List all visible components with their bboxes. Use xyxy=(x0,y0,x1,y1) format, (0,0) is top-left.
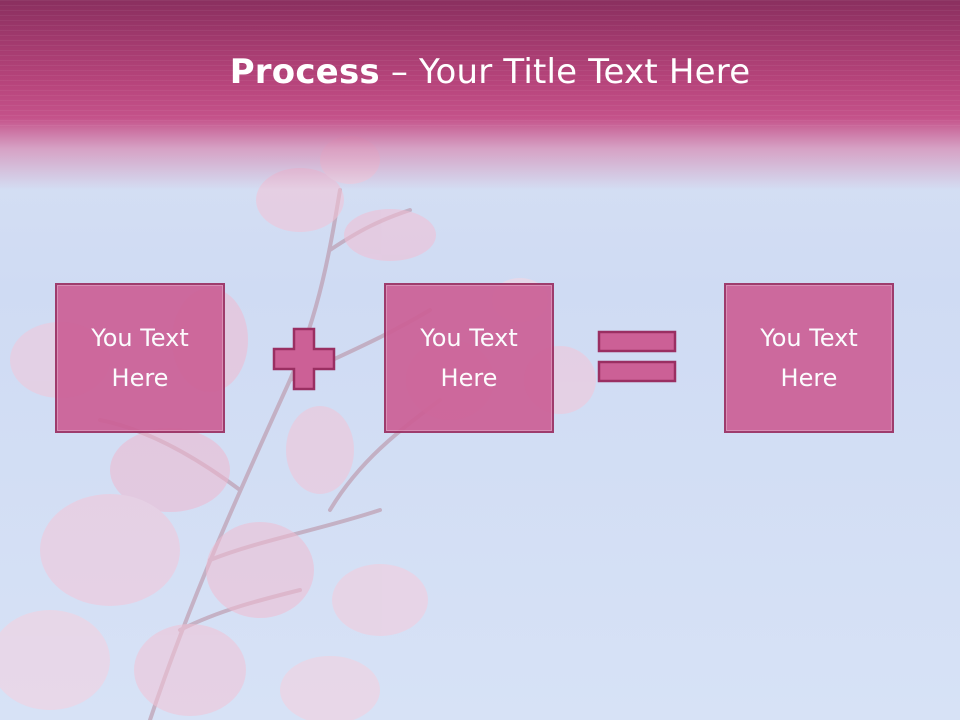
step-1-line2: Here xyxy=(111,364,169,392)
step-3-line1: You Text xyxy=(760,324,858,352)
equals-icon xyxy=(597,330,677,383)
header-texture xyxy=(0,0,960,130)
step-box-3[interactable]: You Text Here xyxy=(724,283,894,433)
title-bold: Process xyxy=(229,52,380,92)
step-2-line2: Here xyxy=(440,364,498,392)
header-band xyxy=(0,0,960,190)
step-1-line1: You Text xyxy=(91,324,189,352)
page-title: Process – Your Title Text Here xyxy=(0,52,960,92)
step-box-1[interactable]: You Text Here xyxy=(55,283,225,433)
step-box-2[interactable]: You Text Here xyxy=(384,283,554,433)
step-2-line1: You Text xyxy=(420,324,518,352)
plus-icon xyxy=(272,327,336,391)
step-3-line2: Here xyxy=(780,364,838,392)
title-rest: – Your Title Text Here xyxy=(379,52,751,92)
